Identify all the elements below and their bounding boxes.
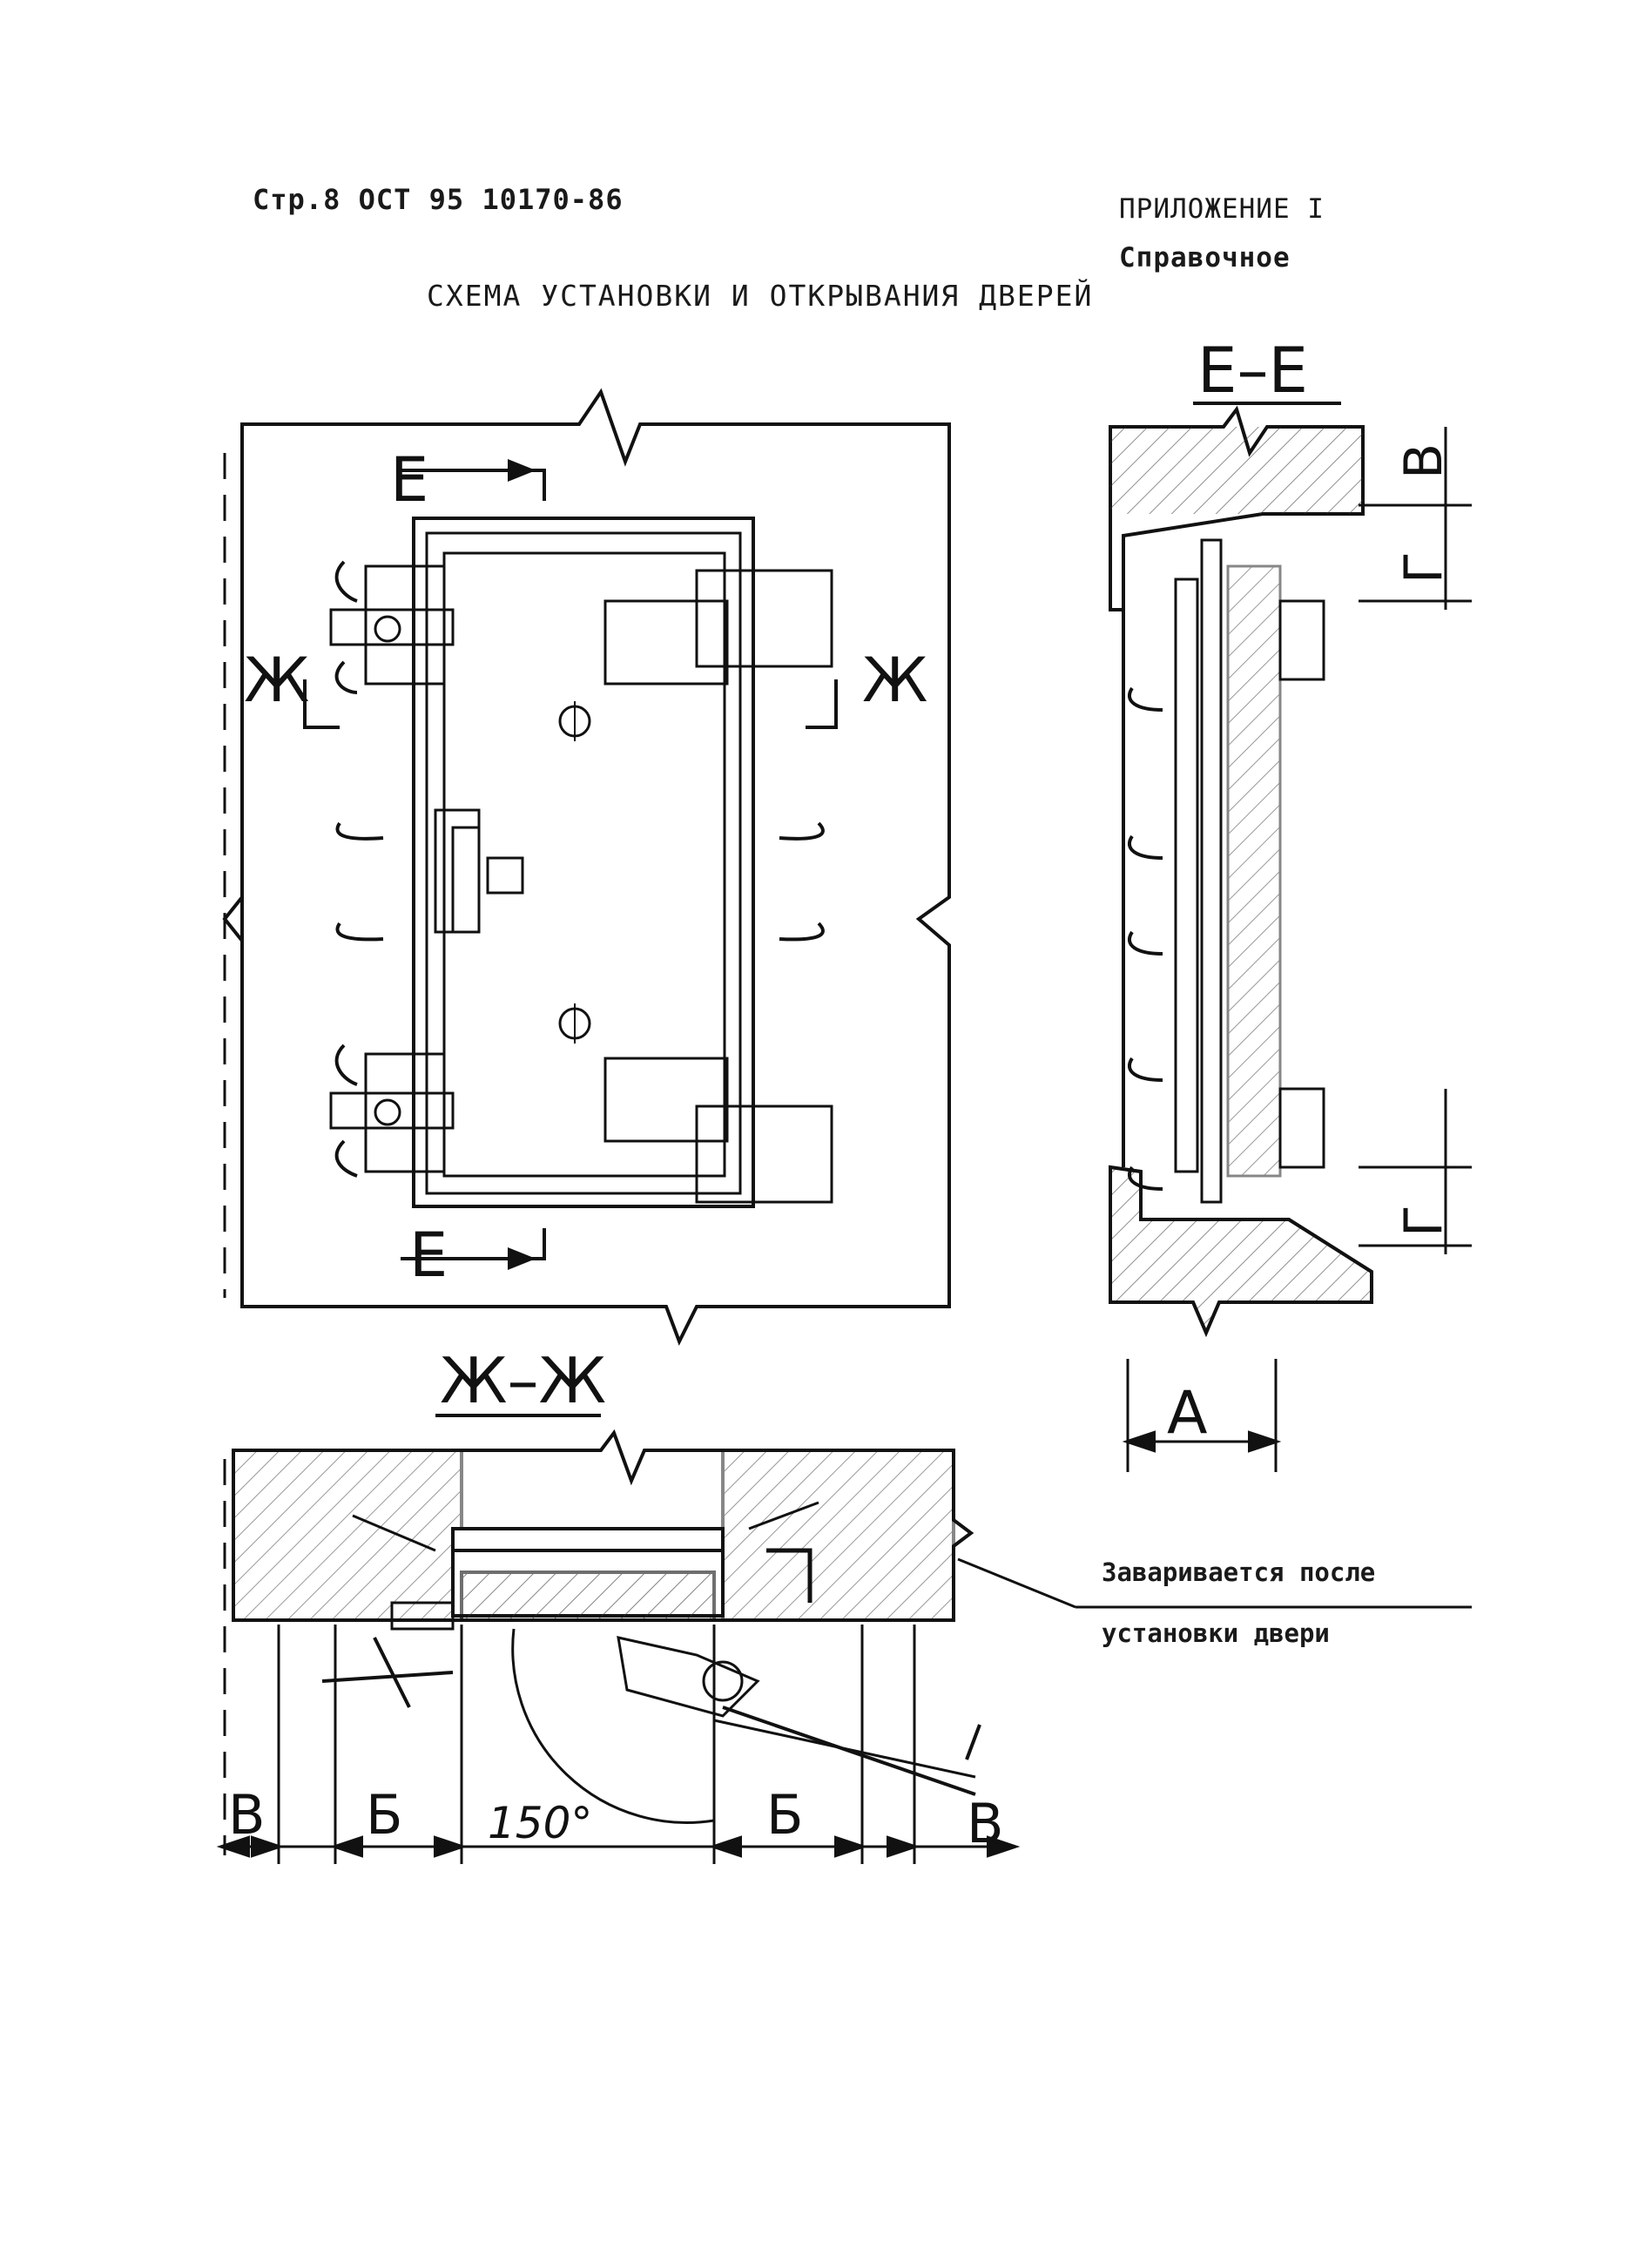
drawing-title: СХЕМА УСТАНОВКИ И ОТКРЫВАНИЯ ДВЕРЕЙ <box>427 279 1094 313</box>
section-e-e-view <box>1109 405 1472 1472</box>
front-view <box>222 388 951 1346</box>
dimension-v-right: В <box>1393 443 1454 479</box>
dimension-g-bottom: Г <box>1393 1205 1454 1237</box>
cut-zh-left: Ж <box>244 645 309 716</box>
weld-note-line1: Заваривается после <box>1102 1557 1375 1587</box>
dimension-v-left: В <box>228 1783 266 1847</box>
dimension-v-right-bottom: В <box>967 1792 1004 1855</box>
dimension-b-left: Б <box>366 1783 403 1847</box>
dimension-b-right: Б <box>766 1783 804 1847</box>
cut-e-top: Е <box>390 444 428 516</box>
appendix-type: Справочное <box>1119 242 1291 274</box>
page-reference: Стр.8 ОСТ 95 10170-86 <box>253 183 624 216</box>
section-zh-zh-view <box>216 1429 1472 1864</box>
dimension-angle: 150° <box>488 1798 592 1848</box>
appendix-label: ПРИЛОЖЕНИЕ I <box>1119 193 1325 225</box>
dimension-a: А <box>1167 1379 1208 1448</box>
cut-e-bottom: Е <box>409 1219 448 1291</box>
cut-zh-right: Ж <box>862 645 927 716</box>
dimension-g-top: Г <box>1393 551 1454 584</box>
weld-note-line2: установки двери <box>1102 1618 1330 1648</box>
section-zh-title: Ж–Ж <box>440 1344 606 1417</box>
section-e-title: Е–Е <box>1197 334 1308 407</box>
